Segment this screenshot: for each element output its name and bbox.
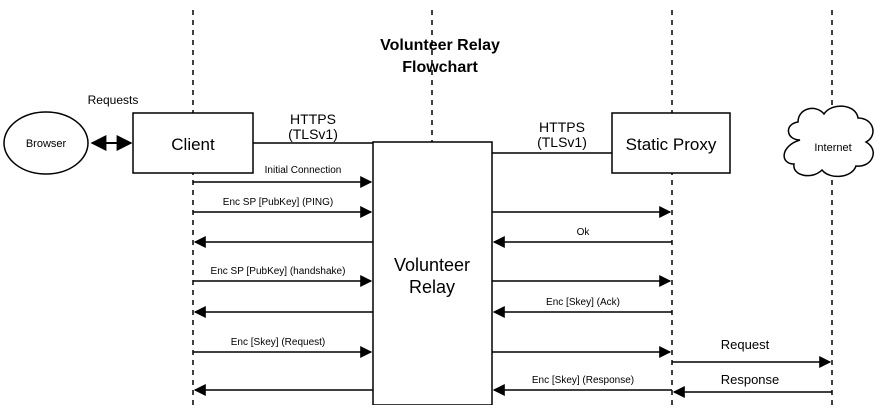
volunteer-relay-box (372, 141, 493, 406)
enc-sp-handshake-label: Enc SP [PubKey] (handshake) (211, 266, 346, 277)
static-proxy-box-label: Static Proxy (626, 135, 717, 154)
ok-label: Ok (577, 227, 591, 238)
client-relay-https-label: HTTPS (290, 111, 336, 127)
enc-skey-request-label: Enc [Skey] (Request) (231, 337, 325, 348)
enc-skey-ack-label: Enc [Skey] (Ack) (546, 297, 620, 308)
request-label: Request (721, 337, 770, 352)
enc-sp-ping-label: Enc SP [PubKey] (PING) (223, 197, 333, 208)
response-label: Response (721, 372, 780, 387)
relay-proxy-https-label: HTTPS (539, 119, 585, 135)
initial-connection-label: Initial Connection (265, 165, 342, 176)
volunteer-relay-label-line1: Volunteer (394, 255, 470, 275)
requests-label: Requests (88, 93, 139, 107)
client-box-label: Client (171, 135, 215, 154)
proxy-internet-messages (672, 356, 832, 398)
relay-proxy-messages (492, 206, 672, 396)
internet-cloud-shape (783, 105, 874, 178)
lifelines (192, 10, 833, 405)
relay-proxy-tls-label: (TLSv1) (537, 134, 587, 150)
diagram-title-line1: Volunteer Relay (380, 37, 500, 54)
browser-node-label: Browser (26, 138, 67, 150)
internet-cloud-label: Internet (814, 142, 851, 154)
enc-skey-response-label: Enc [Skey] (Response) (532, 375, 634, 386)
volunteer-relay-label-line2: Relay (409, 277, 455, 297)
client-relay-messages (193, 176, 373, 396)
client-box (132, 112, 254, 174)
browser-node-shape (3, 111, 89, 175)
client-relay-tls-label: (TLSv1) (288, 126, 338, 142)
static-proxy-box (611, 112, 731, 174)
diagram-title-line2: Flowchart (402, 59, 478, 76)
